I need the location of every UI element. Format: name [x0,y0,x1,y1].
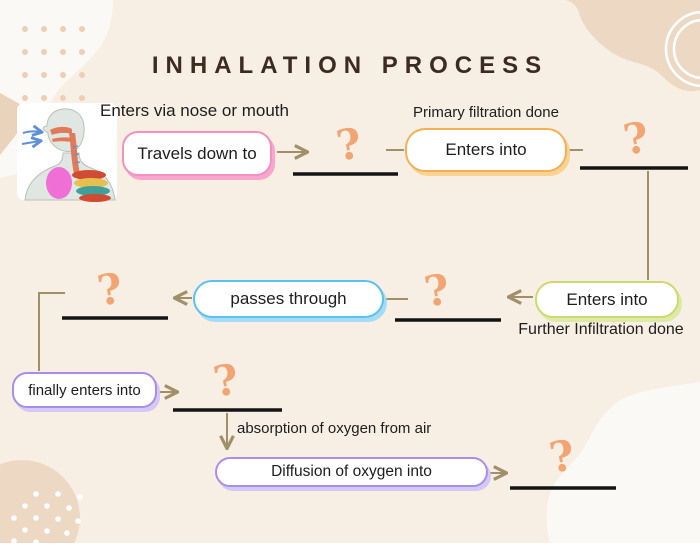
decor-bottom-strip [0,543,700,550]
flow-box-enters-into-second: Enters into [535,281,679,318]
decor-bottom-left-blob [0,460,83,550]
flow-box-travels-down-to: Travels down to [122,131,272,176]
connector-blank4-down-to-finally [38,292,65,371]
question-mark-1: ? [332,118,365,171]
caption-further-infiltration: Further Infiltration done [518,321,684,338]
question-mark-5: ? [209,354,242,407]
flow-box-passes-through: passes through [193,280,384,318]
flow-box-finally-enters-into: finally enters into [12,372,157,408]
question-mark-3: ? [420,264,453,317]
caption-enters-via-nose: Enters via nose or mouth [100,101,289,120]
page-title: INHALATION PROCESS [151,52,549,79]
flow-box-diffusion-of-oxygen: Diffusion of oxygen into [215,457,488,487]
flow-box-enters-into-first: Enters into [405,128,567,172]
caption-absorption: absorption of oxygen from air [237,420,432,437]
question-mark-2: ? [619,112,652,165]
caption-primary-filtration: Primary filtration done [413,104,559,121]
respiratory-illustration [17,103,117,202]
decor-top-left-dots [22,26,85,101]
decor-bottom-right-blob [546,382,700,550]
question-mark-6: ? [545,430,578,483]
decor-top-right-blob [566,0,700,92]
question-mark-4: ? [93,263,126,316]
